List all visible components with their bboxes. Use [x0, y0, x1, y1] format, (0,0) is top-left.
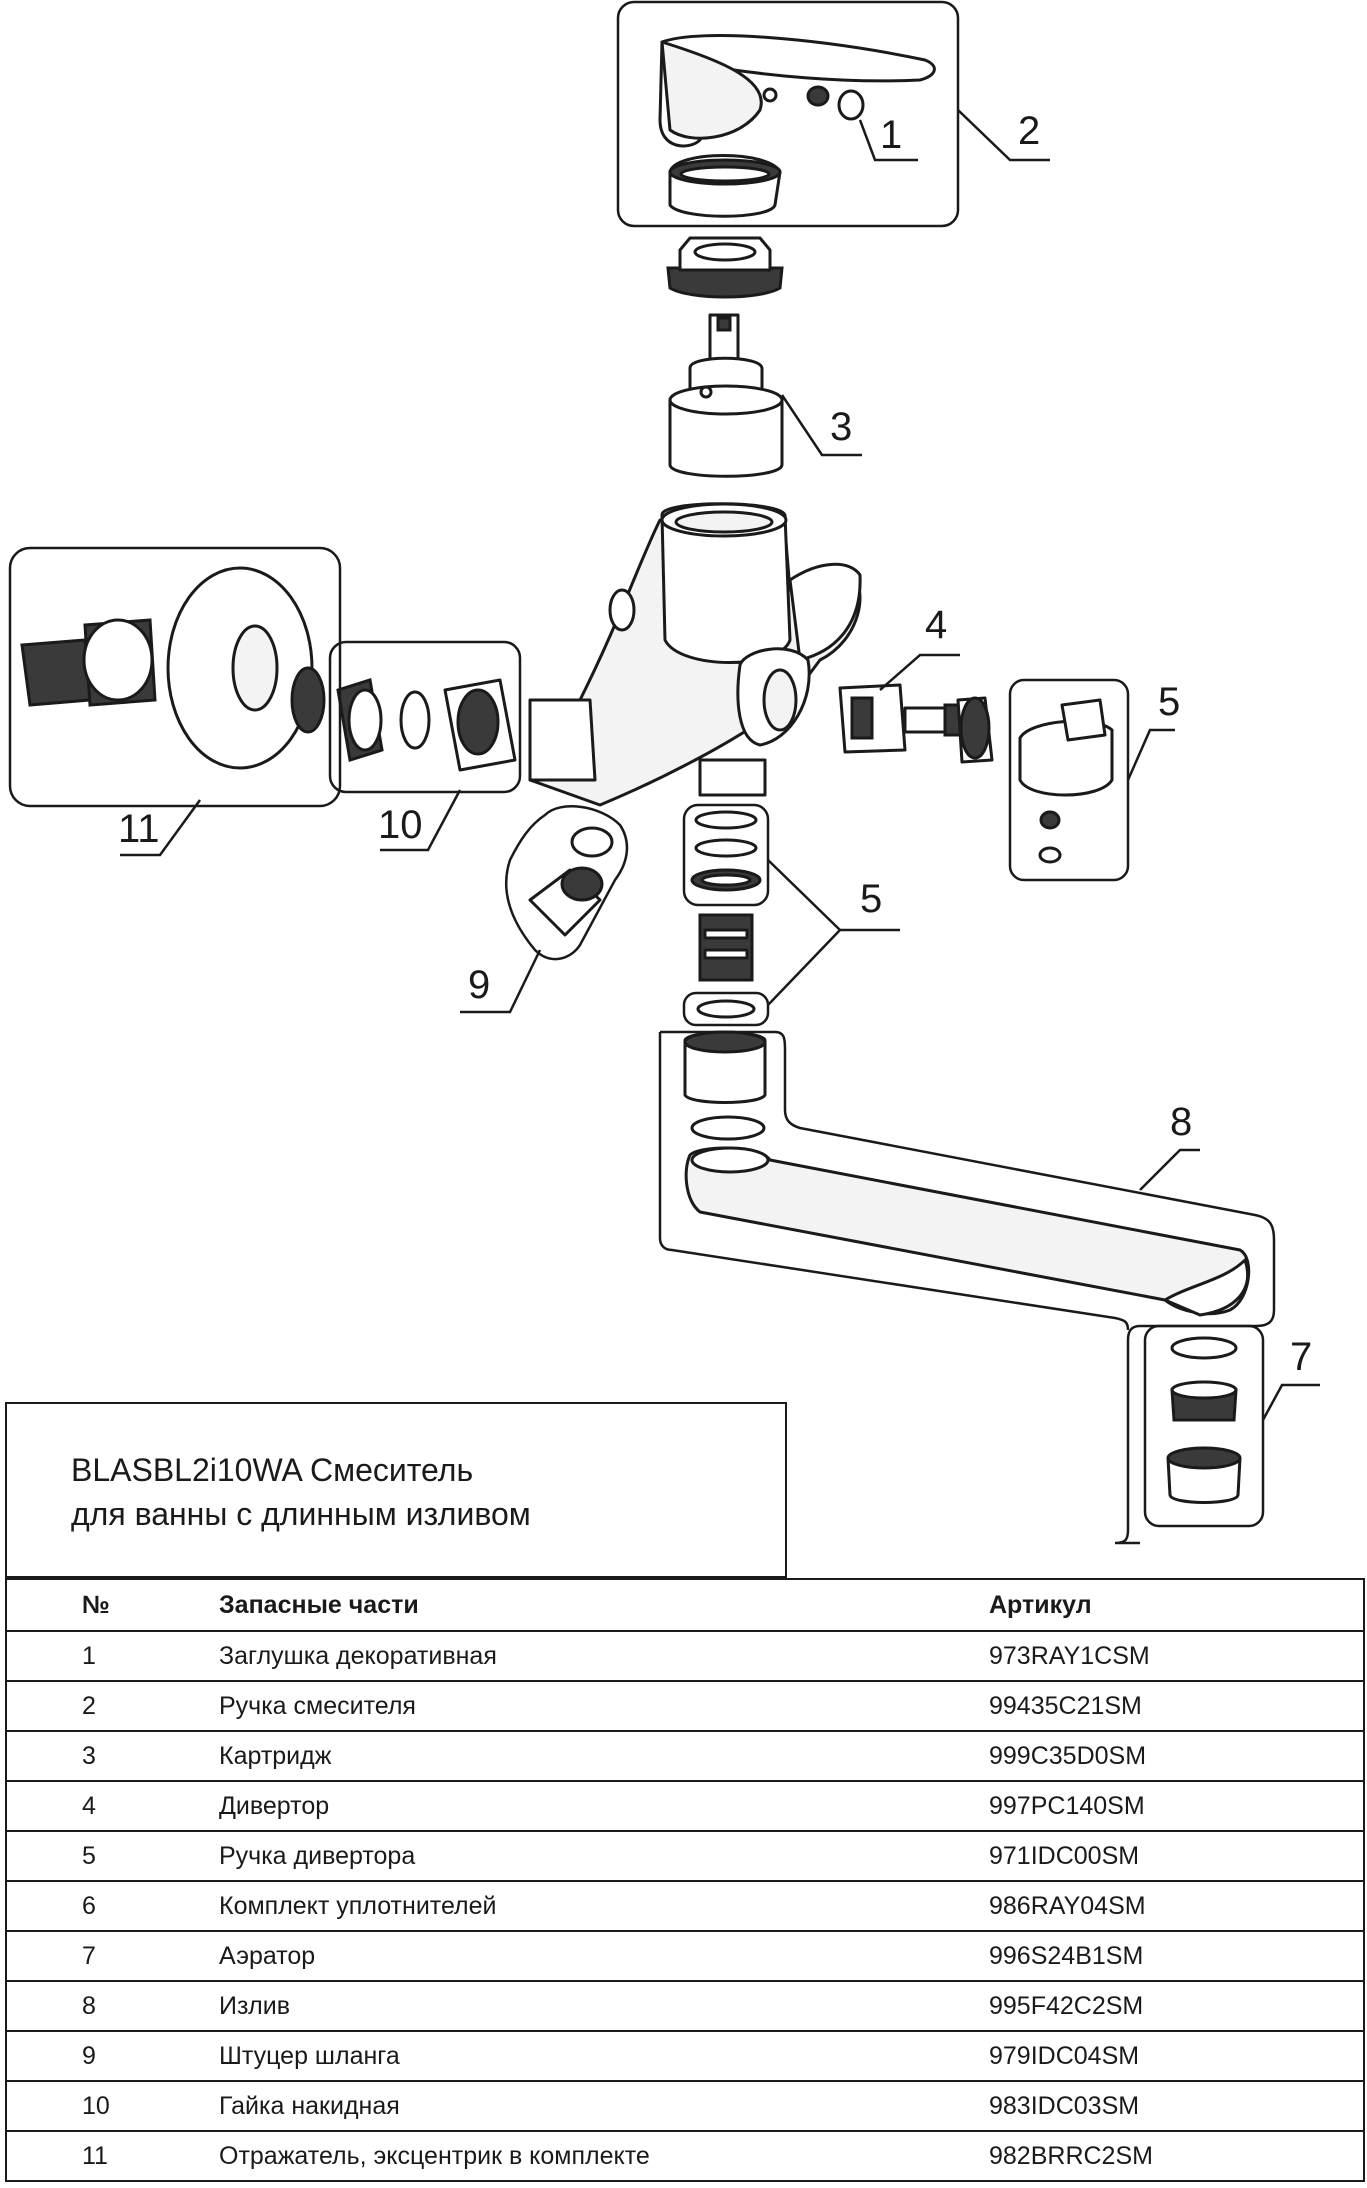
row-name: Ручка смесителя — [149, 1680, 989, 1732]
row-no: 6 — [6, 1880, 149, 1932]
row-name: Ручка дивертора — [149, 1830, 989, 1882]
hose-fitting-group — [504, 805, 629, 961]
row-name: Излив — [149, 1980, 989, 2032]
eccentric-group — [8, 546, 342, 808]
callout-11: 11 — [118, 807, 160, 851]
callout-1: 1 — [880, 113, 902, 157]
mixer-body — [528, 502, 862, 807]
header-no: № — [6, 1578, 149, 1632]
cartridge — [668, 313, 784, 478]
row-name: Гайка накидная — [149, 2080, 989, 2132]
row-article: 99435C21SM — [989, 1680, 1364, 1732]
callout-5-diverter: 5 — [1158, 680, 1180, 724]
row-article: 997PC140SM — [989, 1780, 1364, 1832]
row-article: 971IDC00SM — [989, 1830, 1364, 1882]
exploded-parts-diagram: 1 2 3 4 — [8, 0, 1320, 1545]
row-name: Дивертор — [149, 1780, 989, 1832]
callout-7: 7 — [1290, 1335, 1312, 1379]
handle-group — [616, 0, 960, 228]
row-no: 7 — [6, 1930, 149, 1982]
callout-2: 2 — [1018, 109, 1040, 153]
row-article: 973RAY1CSM — [989, 1630, 1364, 1682]
document-title: BLASBL2i10WA Смеситель для ванны с длинн… — [71, 1448, 531, 1536]
row-no: 10 — [6, 2080, 149, 2132]
row-article: 983IDC03SM — [989, 2080, 1364, 2132]
cartridge-nut — [666, 236, 784, 299]
table-header-row: № Запасные части Артикул — [6, 1578, 1364, 1632]
callout-10: 10 — [378, 803, 423, 847]
row-article: 986RAY04SM — [989, 1880, 1364, 1932]
header-article: Артикул — [989, 1578, 1364, 1632]
row-article: 982BRRC2SM — [989, 2130, 1364, 2182]
row-no: 8 — [6, 1980, 149, 2032]
title-box: BLASBL2i10WA Смеситель для ванны с длинн… — [5, 1402, 787, 1578]
row-no: 4 — [6, 1780, 149, 1832]
row-no: 2 — [6, 1680, 149, 1732]
row-name: Штуцер шланга — [149, 2030, 989, 2082]
diverter-handle-group — [1008, 678, 1130, 882]
row-no: 1 — [6, 1630, 149, 1682]
row-name: Комплект уплотнителей — [149, 1880, 989, 1932]
row-name: Картридж — [149, 1730, 989, 1782]
callout-9: 9 — [468, 963, 490, 1007]
spout-group — [658, 1030, 1276, 1545]
header-name: Запасные части — [149, 1578, 989, 1632]
title-line-2: для ванны с длинным изливом — [71, 1496, 531, 1532]
union-nut-group — [328, 640, 522, 794]
spout-seals-group — [682, 803, 770, 1027]
row-name: Отражатель, эксцентрик в комплекте — [149, 2130, 989, 2182]
row-name: Аэратор — [149, 1930, 989, 1982]
row-name: Заглушка декоративная — [149, 1630, 989, 1682]
diverter — [838, 683, 994, 764]
row-no: 3 — [6, 1730, 149, 1782]
callout-8: 8 — [1170, 1100, 1192, 1144]
title-line-1: BLASBL2i10WA Смеситель — [71, 1452, 474, 1488]
row-article: 999C35D0SM — [989, 1730, 1364, 1782]
row-article: 995F42C2SM — [989, 1980, 1364, 2032]
row-no: 9 — [6, 2030, 149, 2082]
aerator-group — [1143, 1324, 1265, 1528]
callout-4: 4 — [925, 603, 947, 647]
callout-5-seals: 5 — [860, 877, 882, 921]
callout-3: 3 — [830, 405, 852, 449]
row-article: 996S24B1SM — [989, 1930, 1364, 1982]
row-no: 5 — [6, 1830, 149, 1882]
row-article: 979IDC04SM — [989, 2030, 1364, 2082]
row-no: 11 — [6, 2130, 149, 2182]
